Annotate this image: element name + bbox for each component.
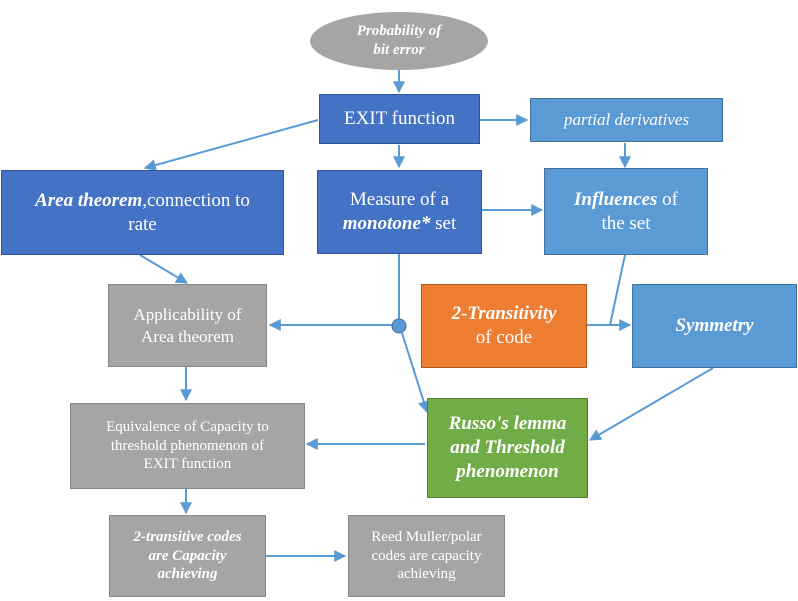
symmetry-node: Symmetry — [632, 284, 797, 368]
symmetry-label: Symmetry — [675, 315, 754, 337]
equivalence-line1: Equivalence of Capacity to — [106, 418, 269, 435]
probability-line1: Probability of — [356, 23, 442, 40]
equivalence-line3: EXIT function — [143, 456, 232, 473]
applicability-line1: Applicability of — [133, 305, 242, 325]
two-transitivity-of-code-node: 2-Transitivity of code — [421, 284, 587, 368]
partial-derivatives-node: partial derivatives — [530, 98, 723, 142]
area-theorem-line2: rate — [128, 213, 157, 235]
area-theorem-node: Area theorem,connection to rate — [1, 170, 284, 255]
equivalence-line2: threshold phenomenon of — [110, 437, 265, 454]
reed-muller-polar-node: Reed Muller/polar codes are capacity ach… — [348, 515, 505, 597]
arrow-area-to-applicability — [139, 254, 189, 284]
influences-line2: the set — [601, 212, 651, 234]
partial-derivatives-label: partial derivatives — [563, 110, 690, 130]
probability-of-bit-error-node: Probability of bit error — [310, 12, 488, 70]
applicability-line2: Area theorem — [141, 326, 234, 346]
russo-line1: Russo's lemma — [448, 413, 567, 435]
transitivity-line2: of code — [475, 327, 533, 348]
russo-line2: and Threshold — [450, 437, 565, 459]
transitive-codes-line2: are Capacity — [148, 547, 227, 564]
area-theorem-bold: Area theorem — [35, 189, 143, 211]
equivalence-of-capacity-node: Equivalence of Capacity to threshold phe… — [70, 403, 305, 489]
transitive-codes-line3: achieving — [157, 566, 218, 583]
probability-line2: bit error — [373, 42, 425, 58]
arrow-symmetry-to-russo — [588, 367, 714, 441]
reed-muller-line3: achieving — [397, 566, 456, 583]
arrow-exit-to-area — [143, 119, 319, 171]
measure-rest: set — [430, 213, 457, 234]
transitivity-bold: 2-Transitivity — [451, 303, 557, 325]
exit-function-node: EXIT function — [319, 94, 480, 144]
transitive-codes-line1: 2-transitive codes — [133, 528, 242, 545]
russos-lemma-node: Russo's lemma and Threshold phenomenon — [427, 398, 588, 498]
arrow-junction-to-russo — [401, 332, 430, 414]
influences-rest: of — [657, 188, 678, 210]
measure-bold: monotone* — [342, 213, 431, 234]
exit-function-label: EXIT function — [344, 108, 455, 130]
measure-line1: Measure of a — [349, 189, 450, 211]
reed-muller-line1: Reed Muller/polar — [371, 528, 482, 545]
reed-muller-line2: codes are capacity — [371, 547, 482, 564]
area-theorem-rest: ,connection to — [142, 189, 250, 211]
influences-bold: Influences — [574, 188, 658, 210]
transitive-codes-capacity-node: 2-transitive codes are Capacity achievin… — [109, 515, 266, 597]
measure-of-monotone-set-node: Measure of a monotone* set — [317, 170, 482, 254]
russo-line3: phenomenon — [456, 460, 559, 482]
arrow-influences-to-symmetry — [609, 254, 626, 326]
applicability-of-area-theorem-node: Applicability of Area theorem — [108, 284, 267, 367]
influences-of-the-set-node: Influences of the set — [544, 168, 708, 255]
junction-dot — [391, 318, 407, 334]
